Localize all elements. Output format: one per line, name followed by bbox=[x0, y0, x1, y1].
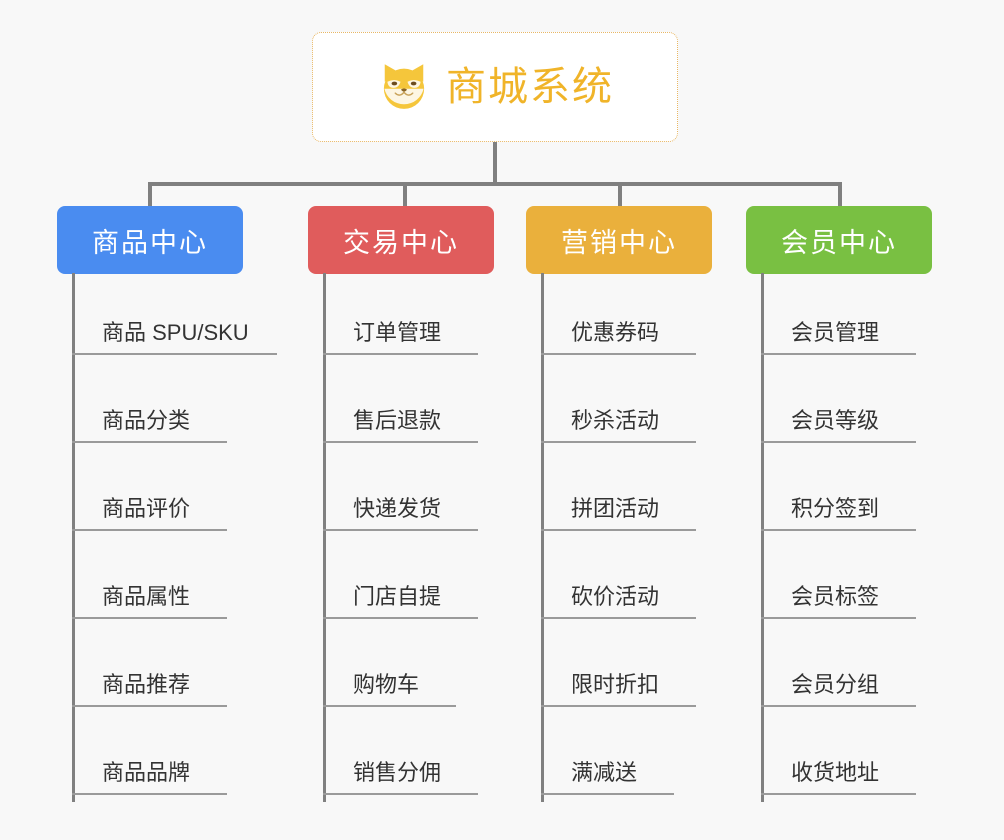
leaf-label: 砍价活动 bbox=[571, 584, 660, 609]
category-box-3[interactable]: 营销中心 bbox=[526, 206, 712, 274]
category-label-2: 交易中心 bbox=[343, 227, 459, 258]
connector-root-stem bbox=[493, 142, 497, 186]
leaf-label: 商品推荐 bbox=[102, 672, 191, 697]
leaf-label: 门店自提 bbox=[353, 584, 442, 609]
leaf-item[interactable]: 会员管理 bbox=[761, 319, 916, 355]
connector-drop-4 bbox=[838, 182, 842, 206]
branch-stem-2 bbox=[323, 273, 326, 802]
branch-stem-1 bbox=[72, 273, 75, 802]
leaf-label: 商品 SPU/SKU bbox=[102, 320, 249, 345]
branch-stem-4 bbox=[761, 273, 764, 802]
leaf-item[interactable]: 收货地址 bbox=[761, 759, 916, 795]
connector-drop-3 bbox=[618, 182, 622, 206]
leaf-label: 会员管理 bbox=[791, 320, 880, 345]
leaf-label: 拼团活动 bbox=[571, 496, 660, 521]
leaf-item[interactable]: 门店自提 bbox=[323, 583, 478, 619]
category-label-1: 商品中心 bbox=[92, 227, 208, 258]
leaf-item[interactable]: 商品属性 bbox=[72, 583, 227, 619]
leaf-item[interactable]: 会员分组 bbox=[761, 671, 916, 707]
leaf-item[interactable]: 限时折扣 bbox=[541, 671, 696, 707]
leaf-label: 销售分佣 bbox=[353, 760, 442, 785]
leaf-item[interactable]: 商品评价 bbox=[72, 495, 227, 531]
connector-drop-2 bbox=[403, 182, 407, 206]
leaf-item[interactable]: 快递发货 bbox=[323, 495, 478, 531]
leaf-item[interactable]: 售后退款 bbox=[323, 407, 478, 443]
leaf-item[interactable]: 会员标签 bbox=[761, 583, 916, 619]
leaf-item[interactable]: 销售分佣 bbox=[323, 759, 478, 795]
leaf-label: 积分签到 bbox=[791, 496, 880, 521]
shiba-dog-icon bbox=[383, 64, 425, 109]
leaf-label: 商品属性 bbox=[102, 584, 191, 609]
leaf-label: 限时折扣 bbox=[571, 672, 660, 697]
category-label-4: 会员中心 bbox=[781, 227, 897, 258]
leaf-item[interactable]: 积分签到 bbox=[761, 495, 916, 531]
category-label-3: 营销中心 bbox=[561, 227, 677, 258]
connector-drop-1 bbox=[148, 182, 152, 206]
branch-stem-3 bbox=[541, 273, 544, 802]
leaf-label: 售后退款 bbox=[353, 408, 442, 433]
leaf-item[interactable]: 商品品牌 bbox=[72, 759, 227, 795]
category-box-4[interactable]: 会员中心 bbox=[746, 206, 932, 274]
leaf-item[interactable]: 商品 SPU/SKU bbox=[72, 319, 277, 355]
leaf-item[interactable]: 优惠券码 bbox=[541, 319, 696, 355]
leaf-label: 商品评价 bbox=[102, 496, 191, 521]
leaf-item[interactable]: 商品分类 bbox=[72, 407, 227, 443]
leaf-label: 会员等级 bbox=[791, 408, 880, 433]
leaf-label: 会员分组 bbox=[791, 672, 880, 697]
leaf-item[interactable]: 商品推荐 bbox=[72, 671, 227, 707]
leaf-label: 订单管理 bbox=[353, 320, 442, 345]
leaf-label: 快递发货 bbox=[353, 496, 442, 521]
leaf-item[interactable]: 购物车 bbox=[323, 671, 456, 707]
leaf-item[interactable]: 满减送 bbox=[541, 759, 674, 795]
leaf-label: 收货地址 bbox=[791, 760, 880, 785]
leaf-label: 秒杀活动 bbox=[571, 408, 660, 433]
leaf-label: 满减送 bbox=[571, 760, 638, 785]
leaf-item[interactable]: 秒杀活动 bbox=[541, 407, 696, 443]
leaf-item[interactable]: 拼团活动 bbox=[541, 495, 696, 531]
leaf-label: 购物车 bbox=[353, 672, 420, 697]
root-title: 商城系统 bbox=[446, 65, 614, 109]
leaf-label: 会员标签 bbox=[791, 584, 880, 609]
category-box-1[interactable]: 商品中心 bbox=[57, 206, 243, 274]
leaf-label: 优惠券码 bbox=[571, 320, 660, 345]
category-box-2[interactable]: 交易中心 bbox=[308, 206, 494, 274]
leaf-label: 商品品牌 bbox=[102, 760, 191, 785]
root-node[interactable]: 商城系统 bbox=[312, 32, 678, 142]
leaf-item[interactable]: 会员等级 bbox=[761, 407, 916, 443]
leaf-label: 商品分类 bbox=[102, 408, 191, 433]
leaf-item[interactable]: 砍价活动 bbox=[541, 583, 696, 619]
leaf-item[interactable]: 订单管理 bbox=[323, 319, 478, 355]
connector-horizontal-bus bbox=[148, 182, 842, 186]
